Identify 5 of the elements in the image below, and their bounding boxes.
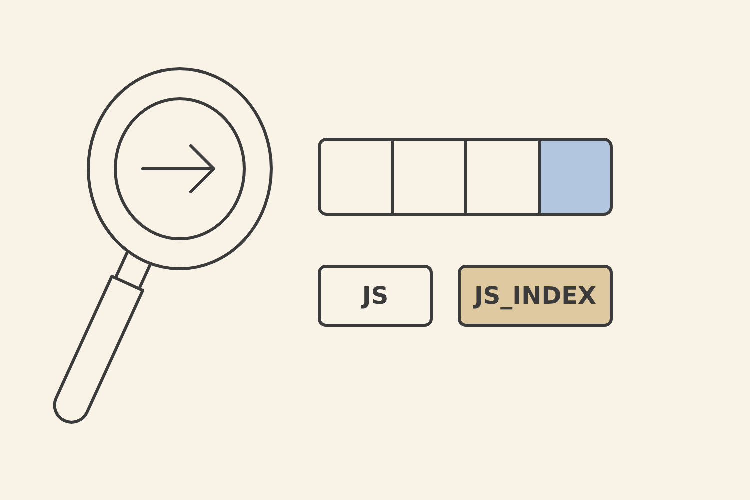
name-tag: JS [318,265,433,327]
name-tag: JS_INDEX [458,265,613,327]
array-cell [318,138,394,216]
highlighted-array-cell [538,138,613,216]
array-cell [391,138,467,216]
